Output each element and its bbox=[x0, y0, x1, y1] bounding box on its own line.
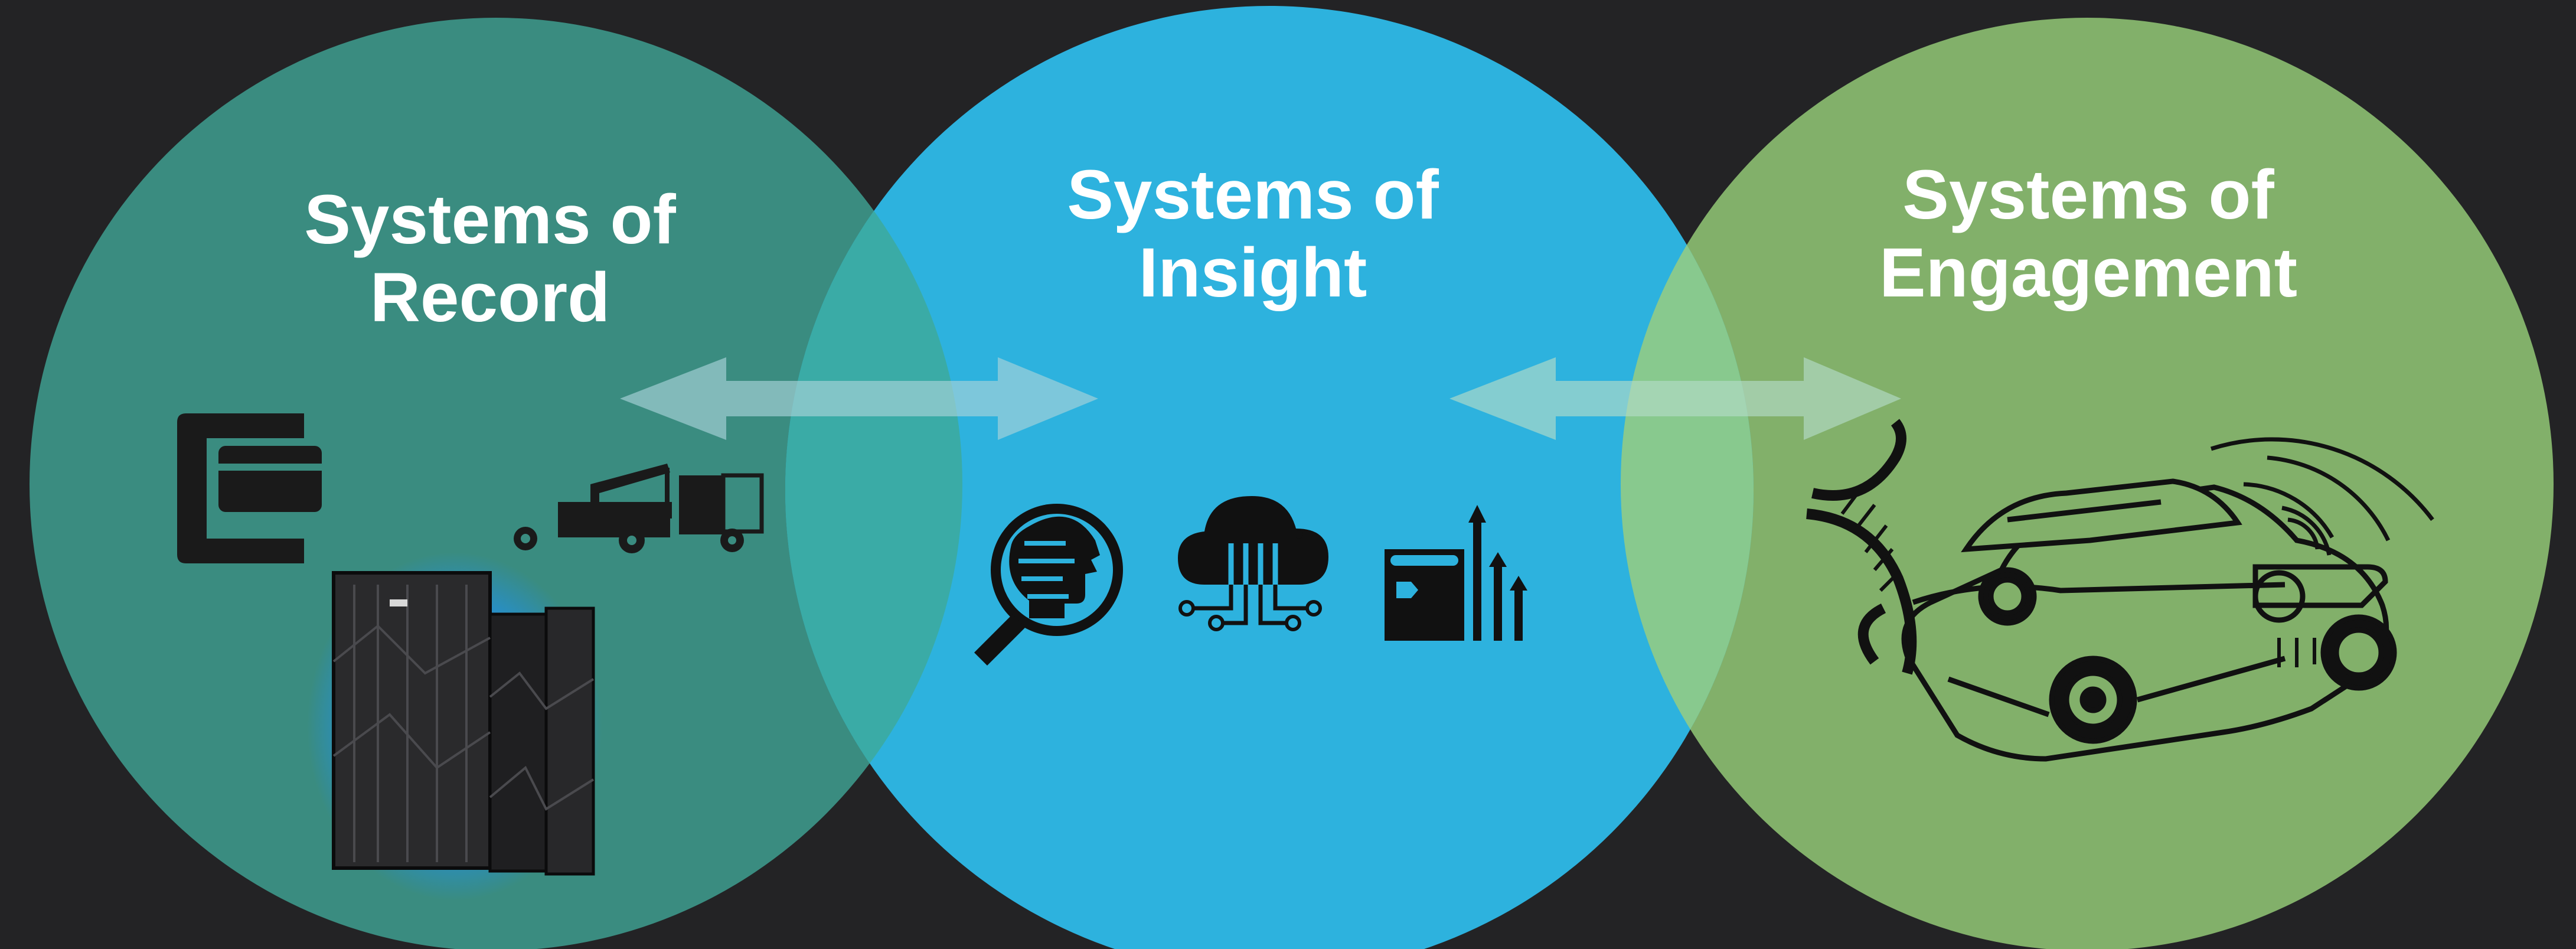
wireless-signal-icon bbox=[2210, 437, 2434, 556]
systems-of-engagement-circle bbox=[1621, 18, 2554, 949]
head-magnifier-icon bbox=[974, 504, 1123, 666]
record-title-line1: Systems of bbox=[304, 181, 676, 259]
crane-truck-icon bbox=[514, 464, 764, 553]
insight-title-line2: Insight bbox=[1138, 234, 1367, 312]
record-insight-arrow bbox=[620, 357, 1098, 440]
systems-of-record-circle bbox=[30, 18, 962, 949]
insight-engagement-arrow bbox=[1449, 357, 1901, 440]
systems-of-insight-circle bbox=[785, 6, 1754, 949]
growth-bars-icon bbox=[1385, 505, 1527, 641]
connected-car-icon bbox=[1901, 478, 2397, 762]
engagement-title-line1: Systems of bbox=[1902, 156, 2274, 234]
insight-title-line1: Systems of bbox=[1067, 156, 1439, 234]
engagement-title-line2: Engagement bbox=[1879, 234, 2298, 312]
mainframe-server-icon bbox=[307, 552, 602, 901]
systems-of-insight-title: Systems of Insight bbox=[987, 156, 1519, 312]
systems-of-engagement-title: Systems of Engagement bbox=[1823, 156, 2354, 312]
cloud-circuit-icon bbox=[1178, 496, 1328, 631]
credit-card-icon bbox=[177, 413, 322, 563]
record-title-line2: Record bbox=[370, 259, 610, 337]
systems-of-record-title: Systems of Record bbox=[224, 181, 756, 337]
dna-helix-icon bbox=[1806, 419, 1917, 675]
